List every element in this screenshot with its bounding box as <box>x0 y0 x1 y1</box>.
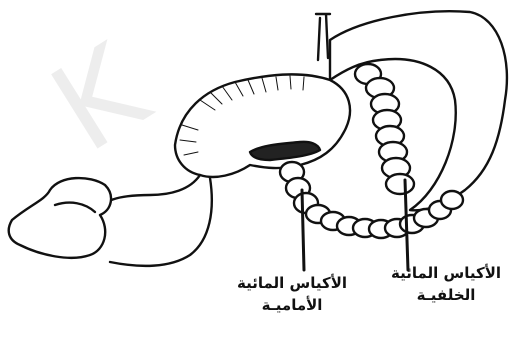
anterior-label-line-1: الأكياس المائية <box>212 272 372 294</box>
anterior-label-line-2: الأماميـة <box>212 294 372 316</box>
posterior-sac-chain <box>355 64 414 194</box>
anterior-sac-label: الأكياس المائية الأماميـة <box>212 272 372 316</box>
neck-tube <box>95 175 212 266</box>
posterior-label-line-2: الخلفيـة <box>376 284 516 306</box>
posterior-label-line-1: الأكياس المائية <box>376 262 516 284</box>
central-lung-lobe <box>175 74 350 177</box>
right-lung-lobe <box>330 11 507 210</box>
head-blob <box>9 178 111 258</box>
anterior-leader <box>302 190 304 270</box>
trachea <box>316 14 330 60</box>
posterior-sac-label: الأكياس المائية الخلفيـة <box>376 262 516 306</box>
